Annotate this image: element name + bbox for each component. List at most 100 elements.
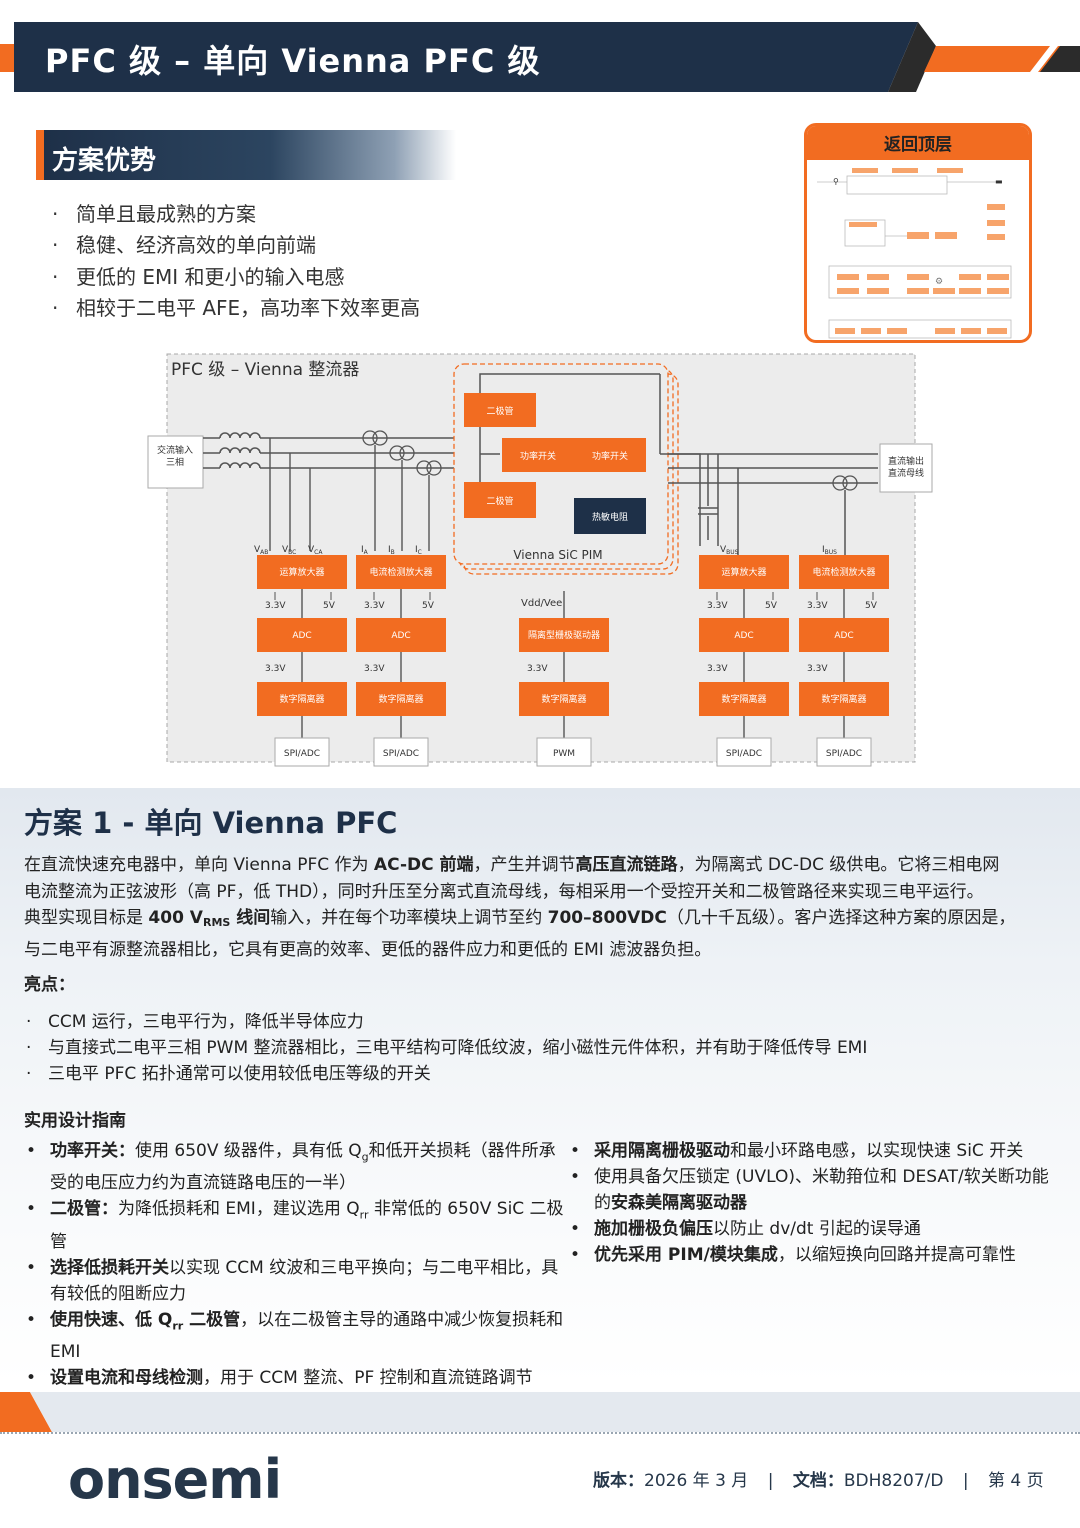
overview-thumbnail-icon: ⚲ ▬ ⚙ — [817, 168, 1012, 339]
supply-label: 5V — [323, 601, 336, 611]
converter-label: ADC — [391, 631, 410, 641]
i-label: IB — [388, 545, 395, 556]
guide-item: 二极管：为降低损耗和 EMI，建议选用 Qrr 非常低的 650V SiC 二极… — [24, 1196, 564, 1254]
output-block — [274, 737, 330, 767]
solution-title: 方案 1 - 单向 Vienna PFC — [24, 806, 398, 840]
isolator-block — [799, 682, 889, 716]
svg-text:▬: ▬ — [995, 177, 1003, 186]
supply-label: 5V — [422, 601, 435, 611]
amplifier-label: 运算放大器 — [279, 566, 324, 578]
supply-label: 5V — [865, 601, 878, 611]
output-label: PWM — [553, 749, 575, 759]
i-label: IC — [415, 545, 422, 556]
advantage-item: ·稳健、经济高效的单向前端 — [52, 233, 316, 257]
supply-label: 3.3V — [707, 601, 728, 611]
back-to-top-button[interactable]: 返回顶层 ⚲ ▬ ⚙ — [804, 123, 1032, 343]
supply-label: 5V — [765, 601, 778, 611]
advantage-item: ·相较于二电平 AFE，高功率下效率更高 — [52, 296, 421, 320]
ac-input-label: 交流输入 — [157, 444, 193, 456]
advantages-title: 方案优势 — [52, 146, 157, 176]
i-label: IA — [361, 545, 369, 556]
output-block — [716, 737, 772, 767]
highlight-item: ·三电平 PFC 拓扑通常可以使用较低电压等级的开关 — [26, 1064, 431, 1084]
supply-label: 3.3V — [265, 601, 286, 611]
output-label: SPI/ADC — [383, 749, 419, 759]
guide-list-left: 功率开关：使用 650V 级器件，具有低 Qg和低开关损耗（器件所承受的电压应力… — [24, 1138, 564, 1391]
vienna-rectifier-diagram: PFC 级 – Vienna 整流器 交流输入 三相 二极管 功率开关 功率开关… — [147, 353, 933, 767]
isolator-block — [519, 682, 609, 716]
amplifier-block — [257, 555, 347, 589]
ac-input-label-2: 三相 — [166, 456, 184, 468]
ibus-label: IBUS — [822, 545, 837, 556]
svg-text:⚙: ⚙ — [935, 277, 943, 287]
converter-block — [699, 618, 789, 652]
guide-item: 设置电流和母线检测，用于 CCM 整流、PF 控制和直流链路调节 — [24, 1365, 564, 1391]
isolator-block — [699, 682, 789, 716]
amplifier-block — [356, 555, 446, 589]
supply-label: 3.3V — [364, 664, 385, 674]
output-block — [536, 737, 592, 767]
header-band — [0, 22, 1080, 92]
isolator-label: 数字隔离器 — [821, 693, 866, 705]
amplifier-label: 运算放大器 — [721, 566, 766, 578]
guide-item: 使用具备欠压锁定 (UVLO)、米勒箝位和 DESAT/软关断功能的安森美隔离驱… — [568, 1164, 1058, 1216]
supply-label: 3.3V — [527, 664, 548, 674]
advantage-item: ·更低的 EMI 和更小的输入电感 — [52, 265, 345, 289]
thermistor-label: 热敏电阻 — [592, 511, 628, 523]
converter-block — [799, 618, 889, 652]
dc-output-label-2: 直流母线 — [888, 467, 924, 479]
diode-label: 二极管 — [486, 405, 513, 417]
supply-label: Vdd/Vee — [521, 598, 562, 609]
guide-item: 施加栅极负偏压以防止 dv/dt 引起的误导通 — [568, 1216, 1058, 1242]
solution-description: 在直流快速充电器中，单向 Vienna PFC 作为 AC-DC 前端，产生并调… — [24, 855, 1016, 960]
footer-band — [0, 1392, 1080, 1432]
supply-label: 3.3V — [807, 601, 828, 611]
diagram-title: PFC 级 – Vienna 整流器 — [171, 360, 359, 380]
supply-label: 3.3V — [265, 664, 286, 674]
converter-block — [257, 618, 347, 652]
converter-label: 隔离型栅极驱动器 — [528, 629, 600, 641]
pim-label: Vienna SiC PIM — [513, 548, 602, 562]
converter-block — [519, 618, 609, 652]
footer-info: 版本：2026 年 3 月 | 文档：BDH8207/D | 第 4 页 — [593, 1471, 1044, 1491]
isolator-block — [257, 682, 347, 716]
guide-item: 优先采用 PIM/模块集成，以缩短换向回路并提高可靠性 — [568, 1242, 1058, 1268]
onsemi-logo: onsemi — [68, 1448, 282, 1511]
advantage-item: ·简单且最成熟的方案 — [52, 202, 256, 226]
supply-label: 3.3V — [807, 664, 828, 674]
svg-text:⚲: ⚲ — [833, 177, 839, 186]
output-label: SPI/ADC — [726, 749, 762, 759]
highlights-title: 亮点： — [24, 975, 75, 995]
guide-item: 功率开关：使用 650V 级器件，具有低 Qg和低开关损耗（器件所承受的电压应力… — [24, 1138, 564, 1196]
guide-item: 选择低损耗开关以实现 CCM 纹波和三电平换向；与二电平相比，具有较低的阻断应力 — [24, 1255, 564, 1307]
output-block — [816, 737, 872, 767]
v-label: VAB — [254, 545, 268, 556]
diode-label-2: 二极管 — [486, 495, 513, 507]
converter-label: ADC — [734, 631, 753, 641]
supply-label: 3.3V — [364, 601, 385, 611]
output-block — [373, 737, 429, 767]
isolator-label: 数字隔离器 — [378, 693, 423, 705]
advantages-banner — [36, 130, 456, 180]
highlight-item: ·与直接式二电平三相 PWM 整流器相比，三电平结构可降低纹波，缩小磁性元件体积… — [26, 1038, 868, 1058]
supply-label: 3.3V — [707, 664, 728, 674]
guide-item: 使用快速、低 Qrr 二极管，以在二极管主导的通路中减少恢复损耗和 EMI — [24, 1307, 564, 1365]
power-switch-label: 功率开关 — [520, 450, 556, 462]
page-title: PFC 级 – 单向 Vienna PFC 级 — [45, 42, 541, 80]
v-label: VCA — [308, 545, 323, 556]
isolator-label: 数字隔离器 — [541, 693, 586, 705]
guide-item: 采用隔离栅极驱动和最小环路电感，以实现快速 SiC 开关 — [568, 1138, 1058, 1164]
guide-title: 实用设计指南 — [24, 1111, 126, 1131]
amplifier-block — [699, 555, 789, 589]
isolator-block — [356, 682, 446, 716]
converter-block — [356, 618, 446, 652]
vbus-label: VBUS — [720, 545, 739, 556]
isolator-label: 数字隔离器 — [721, 693, 766, 705]
guide-list-right: 采用隔离栅极驱动和最小环路电感，以实现快速 SiC 开关 使用具备欠压锁定 (U… — [568, 1138, 1058, 1268]
v-label: VBC — [282, 545, 296, 556]
output-label: SPI/ADC — [284, 749, 320, 759]
output-label: SPI/ADC — [826, 749, 862, 759]
isolator-label: 数字隔离器 — [279, 693, 324, 705]
